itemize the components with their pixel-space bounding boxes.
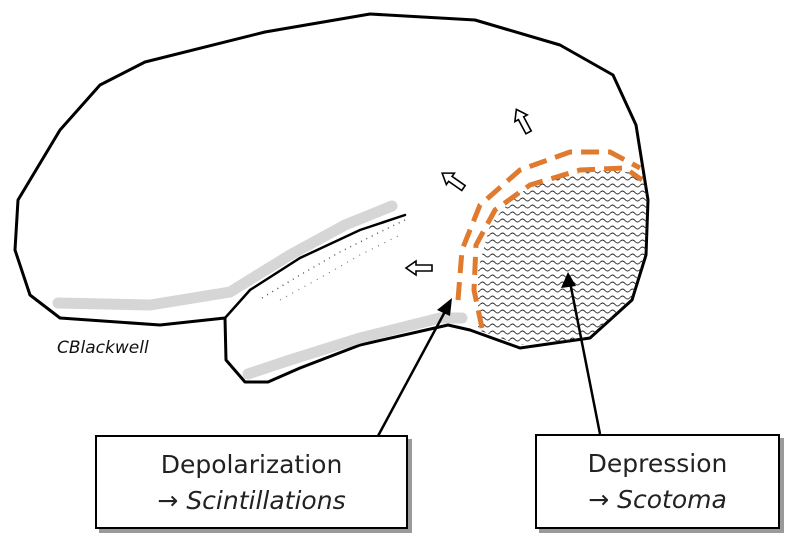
arrow-glyph: → [588,485,609,514]
depolarization-title: Depolarization [97,447,406,483]
depolarization-effect-line: → Scintillations [97,483,406,519]
arrow-glyph: → [157,486,178,515]
author-credit: CBlackwell [57,338,149,358]
depression-label-box: Depression → Scotoma [535,434,780,529]
depolarization-label-box: Depolarization → Scintillations [95,435,408,529]
scotoma-text: Scotoma [617,485,727,514]
scintillations-text: Scintillations [186,486,345,515]
depression-title: Depression [537,446,778,482]
depression-effect-line: → Scotoma [537,482,778,518]
